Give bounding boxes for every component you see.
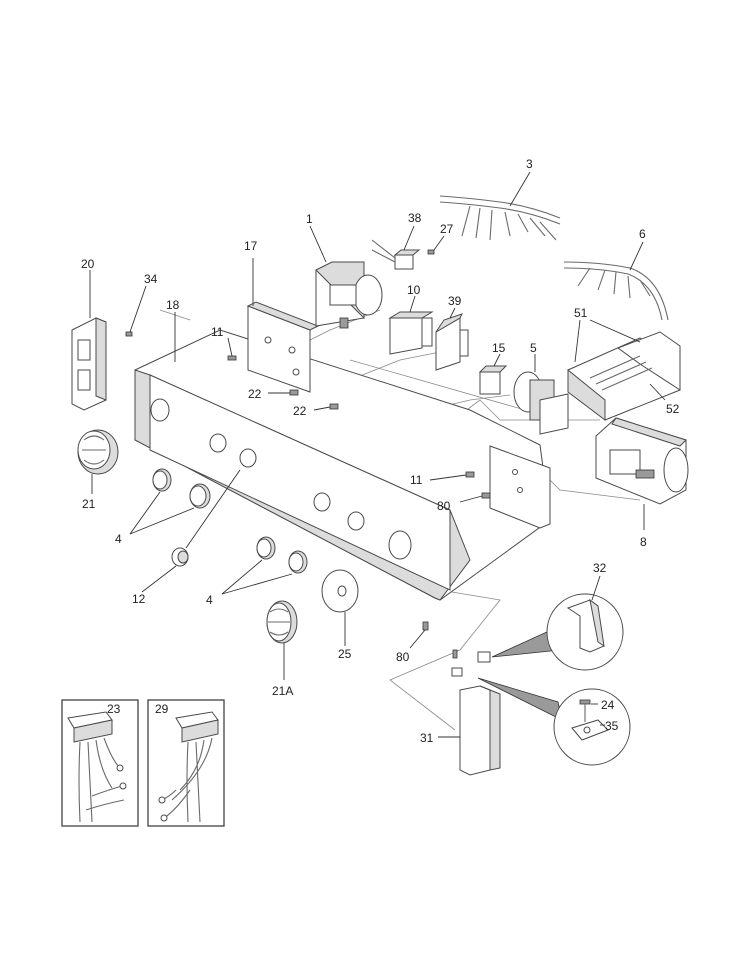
callout-24: 24 xyxy=(601,698,615,712)
callout-38: 38 xyxy=(408,211,422,225)
part-screw-11b xyxy=(429,471,475,481)
callout-21: 21 xyxy=(82,497,96,511)
callout-1: 1 xyxy=(306,212,313,226)
callout-4-lower: 4 xyxy=(206,593,213,607)
callout-34: 34 xyxy=(144,272,158,286)
part-screw-27 xyxy=(427,235,445,255)
part-control-switch-39 xyxy=(435,307,469,371)
callout-22-upper: 22 xyxy=(248,387,262,401)
inset-box-23 xyxy=(61,699,139,827)
part-screw-22b xyxy=(313,403,339,411)
callout-80-upper: 80 xyxy=(437,499,451,513)
callout-5: 5 xyxy=(530,341,537,355)
callout-31: 31 xyxy=(420,731,434,745)
callout-12: 12 xyxy=(132,592,146,606)
detail-circle-24-35 xyxy=(553,688,631,766)
callout-39: 39 xyxy=(448,294,462,308)
callout-52: 52 xyxy=(666,402,680,416)
part-mounting-bracket xyxy=(246,258,320,393)
callout-18: 18 xyxy=(166,298,180,312)
callout-22-lower: 22 xyxy=(293,404,307,418)
callout-21a: 21A xyxy=(272,684,293,698)
part-screw-11a xyxy=(227,337,237,361)
part-end-cap-31 xyxy=(438,625,563,776)
detail-circle-32 xyxy=(546,575,624,671)
part-knobs-4-upper xyxy=(129,468,211,535)
callout-8: 8 xyxy=(640,535,647,549)
part-selector-switch-15 xyxy=(478,353,508,395)
part-control-switch-10 xyxy=(388,295,434,355)
callout-23: 23 xyxy=(107,702,121,716)
callout-10: 10 xyxy=(407,283,421,297)
callout-11-lower: 11 xyxy=(410,473,423,487)
callout-80-lower: 80 xyxy=(396,650,410,664)
part-timer xyxy=(309,225,383,329)
part-knobs-4-lower xyxy=(221,536,308,595)
part-temperature-switch-5 xyxy=(513,354,569,435)
callout-32: 32 xyxy=(593,561,607,575)
callout-25: 25 xyxy=(338,647,352,661)
callout-4-upper: 4 xyxy=(115,532,122,546)
part-wire-harness-6 xyxy=(563,241,669,321)
callout-17: 17 xyxy=(244,239,258,253)
part-screw-22a xyxy=(268,389,299,396)
part-indicator-12 xyxy=(141,469,241,593)
callout-51: 51 xyxy=(574,306,588,320)
part-end-bracket-left xyxy=(71,270,107,411)
part-screw-80b xyxy=(409,621,429,649)
part-module-8 xyxy=(595,417,689,530)
callout-3: 3 xyxy=(526,157,533,171)
part-switch-38 xyxy=(371,225,421,270)
callout-labels: 1 3 4 4 5 6 8 10 11 11 12 15 17 18 20 21… xyxy=(81,157,680,745)
callout-11-upper: 11 xyxy=(211,325,224,339)
part-wire-harness-3 xyxy=(439,171,561,241)
callout-27: 27 xyxy=(440,222,454,236)
part-control-board-51-52 xyxy=(567,319,681,422)
part-dial-skirt-25 xyxy=(321,569,359,646)
part-console-panel xyxy=(134,312,551,601)
callout-6: 6 xyxy=(639,227,646,241)
part-knob-21a xyxy=(266,600,298,680)
callout-15: 15 xyxy=(492,341,506,355)
callout-20: 20 xyxy=(81,257,95,271)
callout-35: 35 xyxy=(605,719,619,733)
inset-box-29 xyxy=(147,699,225,827)
part-knob-21 xyxy=(77,429,119,494)
part-screw-80a xyxy=(459,492,491,503)
part-screw-34 xyxy=(125,285,147,337)
callout-29: 29 xyxy=(155,702,169,716)
